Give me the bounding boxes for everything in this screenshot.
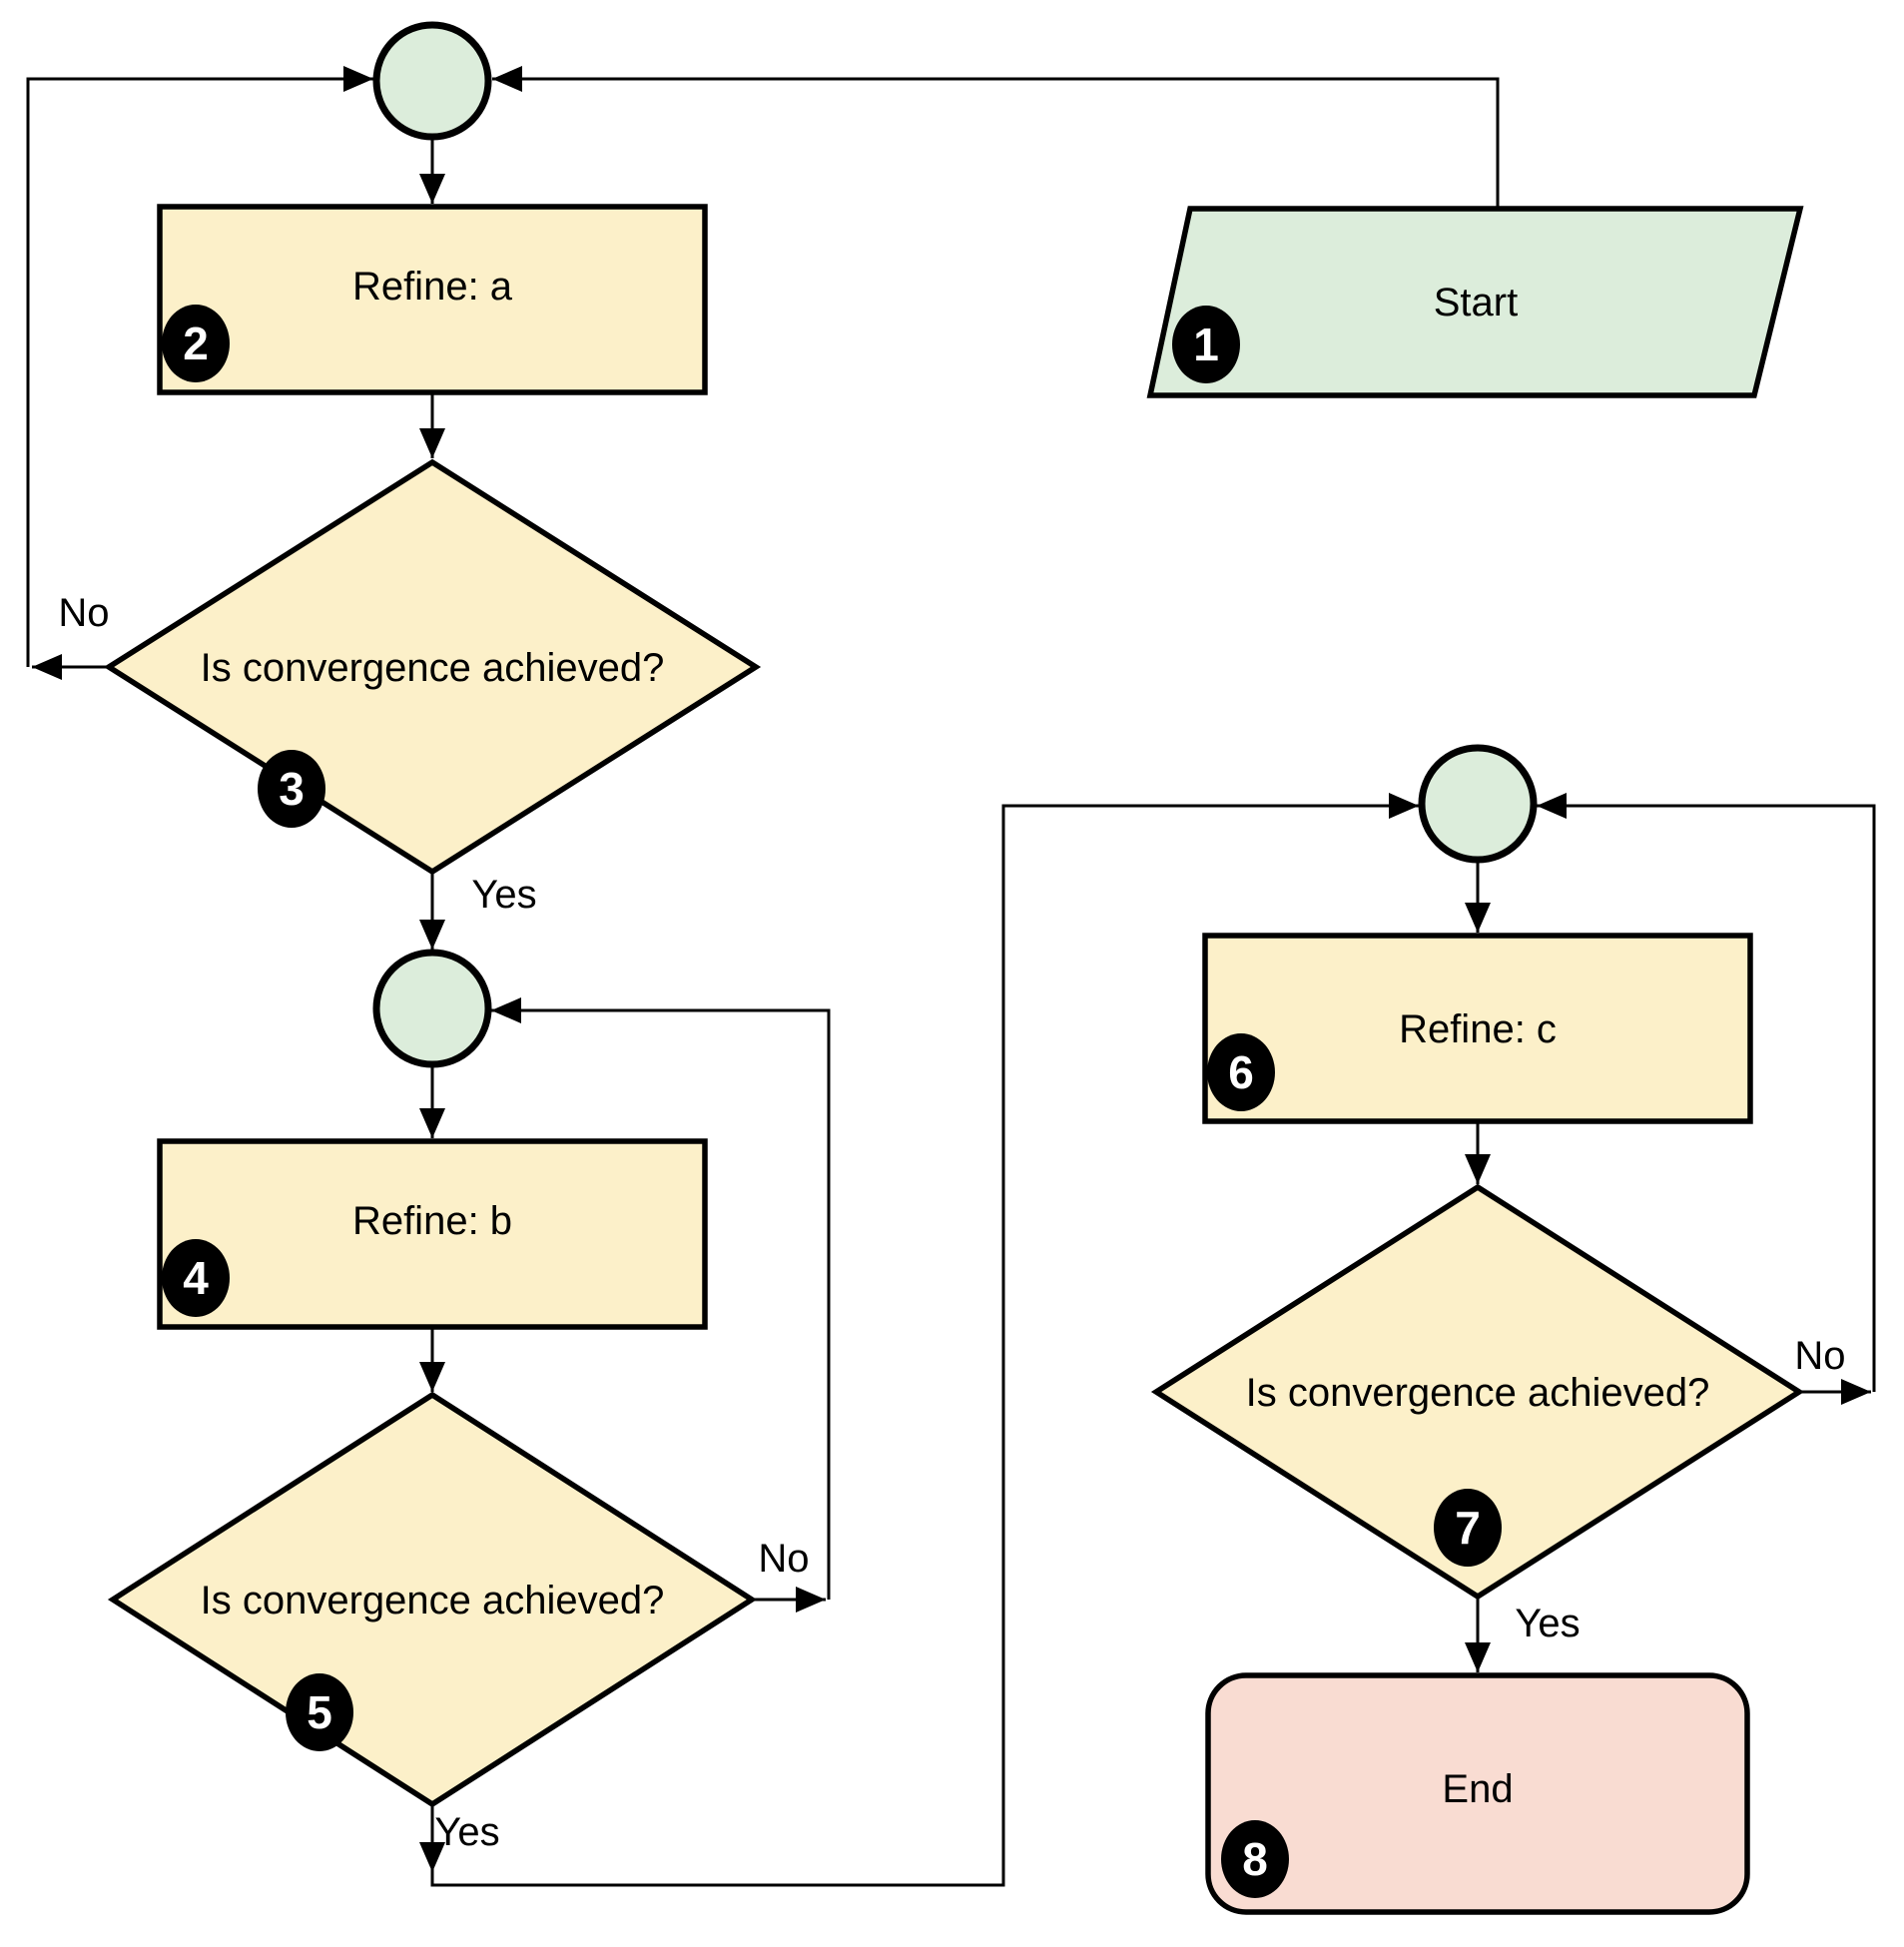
end-badge-number: 8 xyxy=(1242,1833,1268,1885)
edge-decision-b-no-loop xyxy=(491,997,831,1600)
node-start: Start 1 xyxy=(1146,206,1804,398)
node-decision-c: Is convergence achieved? 7 xyxy=(1150,1183,1805,1601)
start-badge-number: 1 xyxy=(1193,319,1219,370)
edges xyxy=(26,66,1876,1887)
edge-decision-c-no-loop xyxy=(1537,793,1876,1392)
refine-c-badge-number: 6 xyxy=(1228,1046,1254,1098)
decision-c-badge xyxy=(1434,1489,1502,1567)
edge-label-yes-a: Yes xyxy=(471,873,536,917)
start-label: Start xyxy=(1434,281,1518,324)
refine-a-label: Refine: a xyxy=(352,265,513,309)
node-end: End 8 xyxy=(1205,1672,1750,1915)
refine-c-label: Refine: c xyxy=(1399,1007,1557,1051)
junction-node-a xyxy=(372,21,492,141)
edge-decision-a-no-loop xyxy=(26,66,373,667)
junction-node-c xyxy=(1418,744,1538,864)
end-label: End xyxy=(1442,1767,1513,1811)
edge-label-no-b: No xyxy=(758,1537,809,1581)
node-refine-a: Refine: a 2 xyxy=(157,204,708,395)
decision-b-badge xyxy=(286,1673,353,1751)
node-refine-c: Refine: c 6 xyxy=(1202,933,1753,1124)
refine-a-rect xyxy=(157,204,708,395)
decision-a-label: Is convergence achieved? xyxy=(201,646,665,690)
edge-label-yes-c: Yes xyxy=(1515,1602,1580,1645)
decision-a-badge xyxy=(258,750,325,828)
decision-b-label: Is convergence achieved? xyxy=(201,1579,665,1622)
decision-c-badge-number: 7 xyxy=(1455,1502,1481,1554)
refine-a-badge-number: 2 xyxy=(183,318,209,369)
refine-a-badge xyxy=(162,305,230,382)
junction-circle-a xyxy=(372,21,492,141)
node-refine-b: Refine: b 4 xyxy=(157,1138,708,1330)
decision-b-diamond xyxy=(107,1391,758,1808)
node-decision-b: Is convergence achieved? 5 xyxy=(107,1391,758,1808)
decision-c-diamond xyxy=(1150,1183,1805,1601)
decision-a-badge-number: 3 xyxy=(279,763,305,815)
edge-label-no-a: No xyxy=(58,591,109,635)
end-badge xyxy=(1221,1820,1289,1898)
decision-c-label: Is convergence achieved? xyxy=(1246,1371,1710,1415)
node-decision-a: Is convergence achieved? 3 xyxy=(103,458,762,876)
refine-c-rect xyxy=(1202,933,1753,1124)
decision-b-badge-number: 5 xyxy=(307,1686,332,1738)
edge-label-no-c: No xyxy=(1794,1334,1845,1378)
start-parallelogram xyxy=(1146,206,1804,398)
edge-decision-b-yes-loop xyxy=(430,793,1419,1887)
junction-circle-b xyxy=(372,949,492,1068)
refine-b-label: Refine: b xyxy=(352,1199,512,1243)
edge-start-to-junction-a xyxy=(492,66,1500,208)
junction-circle-c xyxy=(1418,744,1538,864)
edge-label-yes-b: Yes xyxy=(434,1810,499,1854)
refine-c-badge xyxy=(1207,1033,1275,1111)
refine-b-badge-number: 4 xyxy=(183,1252,209,1304)
refine-b-badge xyxy=(162,1239,230,1317)
start-badge xyxy=(1172,306,1240,383)
refine-b-rect xyxy=(157,1138,708,1330)
junction-node-b xyxy=(372,949,492,1068)
end-rounded-rect xyxy=(1205,1672,1750,1915)
